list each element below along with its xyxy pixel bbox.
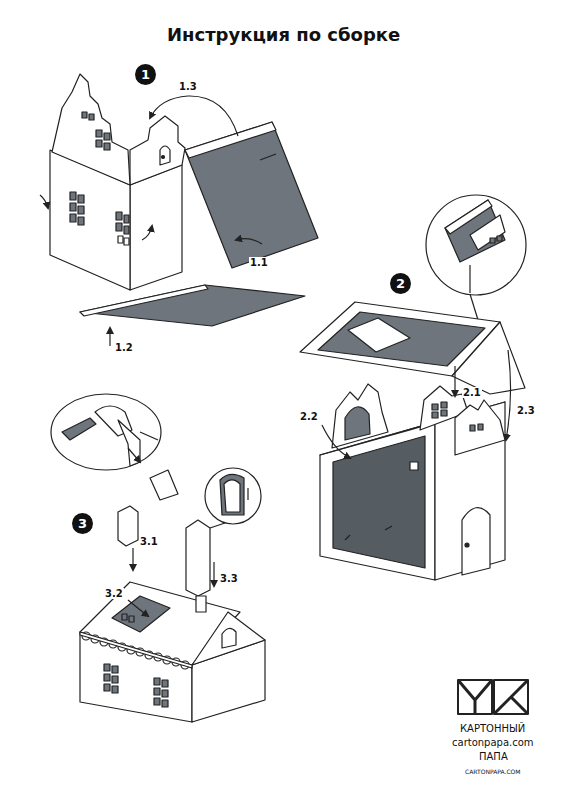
step-number: 2 [390,273,411,294]
step-number: 3 [72,513,93,534]
callout-number: 3.1 [139,536,159,547]
callout-number: 2.2 [299,411,319,422]
callout-number: 1.1 [249,257,269,268]
step-number: 1 [135,64,156,85]
callout-number: 2.3 [516,405,536,416]
brand-name: КАРТОННЫЙ [460,723,525,734]
brand-url: cartonpapa.com [452,737,534,748]
brand-url: CARTONPAPA.COM [465,769,520,776]
step-number-text: 3 [78,517,87,530]
page-title: Инструкция по сборке [167,24,400,45]
callout-number: 3.3 [219,573,239,584]
callout-number: 1.3 [178,81,198,92]
brand-name: ПАПА [479,751,508,762]
callout-number: 3.2 [104,588,124,599]
step-number-text: 1 [141,68,150,81]
callout-number: 1.2 [114,342,134,353]
step-number-text: 2 [396,277,405,290]
callout-number: 2.1 [462,387,482,398]
